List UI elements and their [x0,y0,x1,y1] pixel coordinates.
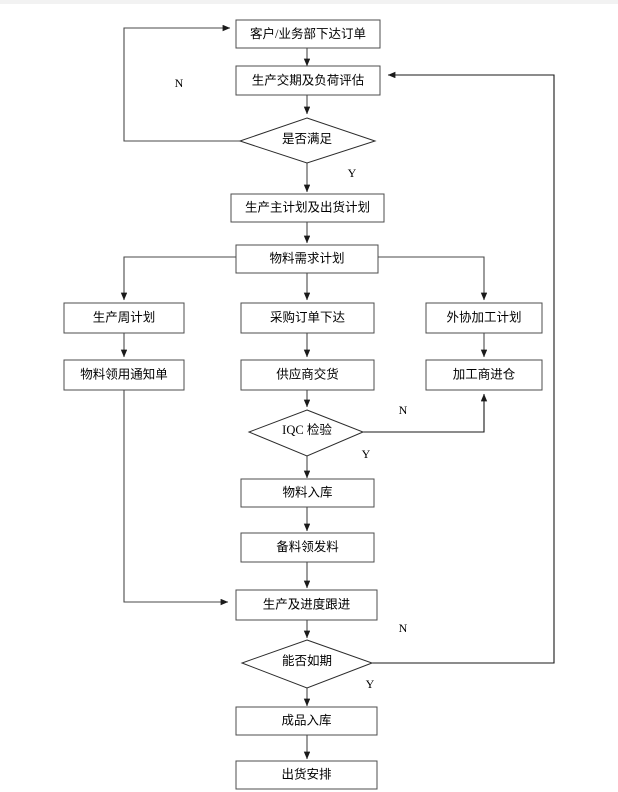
edge-label-ontime-yes: Y [366,677,375,691]
node-material-issue-label: 备料领发料 [276,539,339,554]
node-weekly-plan[interactable]: 生产周计划 [63,302,185,334]
node-capacity-eval-label: 生产交期及负荷评估 [252,72,365,87]
node-production-follow-label: 生产及进度跟进 [263,596,351,611]
node-processor-receipt[interactable]: 加工商进仓 [425,359,543,391]
top-divider [0,0,618,4]
node-material-notice[interactable]: 物料领用通知单 [63,359,185,391]
node-satisfy-check-label: 是否满足 [282,132,333,146]
node-order-release[interactable]: 客户/业务部下达订单 [235,19,381,49]
connector-mrp-to-weekly [120,256,236,301]
edge-label-satisfy-yes: Y [348,166,357,180]
node-material-in-label: 物料入库 [282,484,332,499]
node-master-plan-label: 生产主计划及出货计划 [245,199,370,214]
node-material-notice-label: 物料领用通知单 [80,367,168,381]
node-order-release-label: 客户/业务部下达订单 [250,26,366,41]
node-material-in[interactable]: 物料入库 [240,478,375,508]
node-weekly-plan-label: 生产周计划 [93,310,156,324]
node-outsourcing-plan[interactable]: 外协加工计划 [425,302,543,334]
node-ontime-check-label: 能否如期 [282,653,332,668]
connector-ontime-no-loop [372,71,555,664]
node-processor-receipt-label: 加工商进仓 [453,366,516,381]
node-po-release[interactable]: 采购订单下达 [240,302,375,334]
edge-label-iqc-no: N [399,403,408,417]
node-shipment-label: 出货安排 [281,766,332,781]
node-outsourcing-plan-label: 外协加工计划 [446,309,521,324]
connector-mrp-to-outsourcing [378,256,488,301]
node-supplier-delivery-label: 供应商交货 [276,366,339,381]
connector-satisfy-no-loop [123,24,240,142]
edge-label-satisfy-no: N [175,76,184,90]
edge-label-ontime-no: N [399,621,408,635]
node-master-plan[interactable]: 生产主计划及出货计划 [230,193,385,223]
node-production-follow[interactable]: 生产及进度跟进 [235,589,378,621]
edge-label-iqc-yes: Y [362,447,371,461]
node-fg-in[interactable]: 成品入库 [235,706,378,736]
node-po-release-label: 采购订单下达 [270,309,346,324]
node-capacity-eval[interactable]: 生产交期及负荷评估 [235,65,381,96]
node-fg-in-label: 成品入库 [281,712,331,727]
node-material-issue[interactable]: 备料领发料 [240,532,375,563]
node-iqc-check-label: IQC 检验 [282,422,332,437]
node-satisfy-check[interactable]: 是否满足 [238,117,377,164]
node-mrp-label: 物料需求计划 [269,251,344,265]
node-ontime-check[interactable]: 能否如期 [240,639,374,689]
connector-notice-to-production [123,390,229,606]
connector-iqc-no-loop [363,393,488,433]
node-iqc-check[interactable]: IQC 检验 [247,409,365,457]
node-mrp[interactable]: 物料需求计划 [235,244,379,274]
node-supplier-delivery[interactable]: 供应商交货 [240,359,375,391]
node-shipment[interactable]: 出货安排 [235,760,378,790]
